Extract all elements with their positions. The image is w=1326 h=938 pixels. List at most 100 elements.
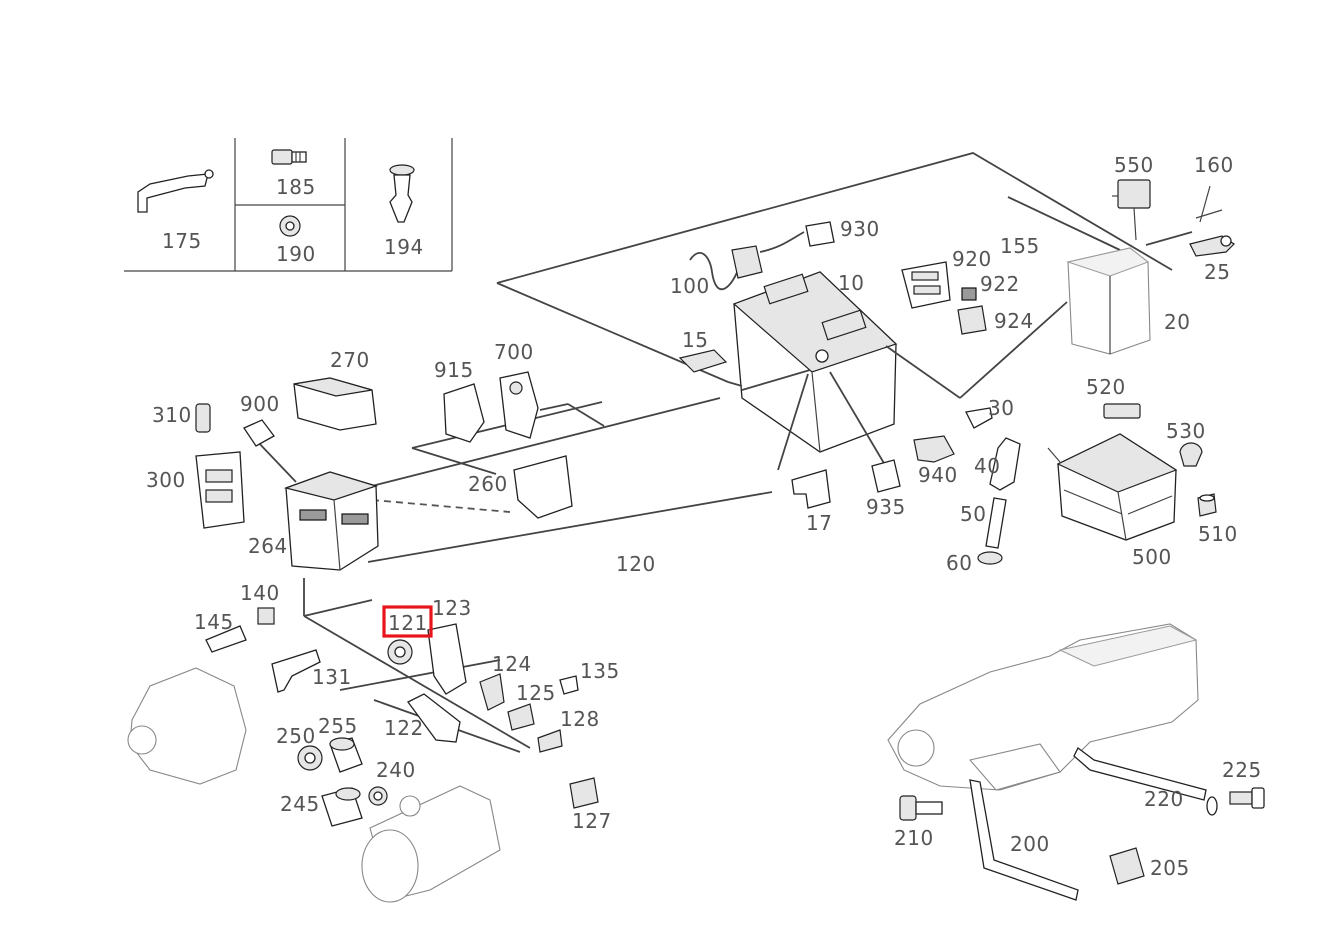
label-17[interactable]: 17 xyxy=(806,511,832,535)
label-194[interactable]: 194 xyxy=(384,235,424,259)
bolt-225[interactable] xyxy=(1229,787,1265,809)
label-264[interactable]: 264 xyxy=(248,534,288,558)
control-unit-924[interactable] xyxy=(957,305,987,335)
module-915[interactable] xyxy=(443,383,485,443)
sensor-121[interactable] xyxy=(387,639,413,665)
ground-cable-220[interactable] xyxy=(1073,747,1218,816)
cover-15[interactable] xyxy=(678,349,728,373)
label-145[interactable]: 145 xyxy=(194,610,234,634)
clip-135[interactable] xyxy=(559,675,579,695)
hose-50[interactable] xyxy=(985,497,1007,549)
nut-190[interactable] xyxy=(279,215,301,237)
label-500[interactable]: 500 xyxy=(1132,545,1172,569)
label-210[interactable]: 210 xyxy=(894,826,934,850)
bracket-175[interactable] xyxy=(137,169,214,213)
label-915[interactable]: 915 xyxy=(434,358,474,382)
label-30[interactable]: 30 xyxy=(988,396,1014,420)
fuse-holder-160[interactable] xyxy=(1195,185,1223,223)
label-200[interactable]: 200 xyxy=(1010,832,1050,856)
clip-194[interactable] xyxy=(389,164,415,223)
label-900[interactable]: 900 xyxy=(240,392,280,416)
cable-100[interactable] xyxy=(689,231,805,291)
label-225[interactable]: 225 xyxy=(1222,758,1262,782)
label-922[interactable]: 922 xyxy=(980,272,1020,296)
label-530[interactable]: 530 xyxy=(1166,419,1206,443)
label-245[interactable]: 245 xyxy=(280,792,320,816)
fuse-box-cover-270[interactable] xyxy=(293,377,377,431)
label-160[interactable]: 160 xyxy=(1194,153,1234,177)
fuse-carrier-300[interactable] xyxy=(195,451,245,529)
label-100[interactable]: 100 xyxy=(670,274,710,298)
label-122[interactable]: 122 xyxy=(384,716,424,740)
label-10[interactable]: 10 xyxy=(838,271,864,295)
nut-250[interactable] xyxy=(297,745,323,771)
cover-935[interactable] xyxy=(871,459,901,493)
label-60[interactable]: 60 xyxy=(946,551,972,575)
label-127[interactable]: 127 xyxy=(572,809,612,833)
label-900[interactable] xyxy=(243,419,275,447)
sensor-930[interactable] xyxy=(805,221,835,247)
label-190[interactable]: 190 xyxy=(276,242,316,266)
bracket-940[interactable] xyxy=(913,435,955,463)
label-155[interactable]: 155 xyxy=(1000,234,1040,258)
housing-123[interactable] xyxy=(427,623,467,695)
label-185[interactable]: 185 xyxy=(276,175,316,199)
label-940[interactable]: 940 xyxy=(918,463,958,487)
label-131[interactable]: 131 xyxy=(312,665,352,689)
label-255[interactable]: 255 xyxy=(318,714,358,738)
grommet-60[interactable] xyxy=(977,551,1003,565)
label-15[interactable]: 15 xyxy=(682,328,708,352)
plug-30[interactable] xyxy=(965,407,993,429)
stud-bolt-185[interactable] xyxy=(271,149,307,165)
label-120[interactable]: 120 xyxy=(616,552,656,576)
bracket-205[interactable] xyxy=(1109,847,1145,885)
module-700[interactable] xyxy=(499,371,539,439)
label-125[interactable]: 125 xyxy=(516,681,556,705)
sleeve-122[interactable] xyxy=(407,693,461,743)
bolt-210[interactable] xyxy=(899,795,943,821)
connector-128[interactable] xyxy=(537,729,563,753)
label-123[interactable]: 123 xyxy=(432,596,472,620)
label-50[interactable]: 50 xyxy=(960,502,986,526)
label-920[interactable]: 920 xyxy=(952,247,992,271)
terminal-17[interactable] xyxy=(791,469,831,509)
label-220[interactable]: 220 xyxy=(1144,787,1184,811)
elbow-40[interactable] xyxy=(989,437,1021,491)
label-140[interactable]: 140 xyxy=(240,581,280,605)
bracket-131[interactable] xyxy=(271,649,321,693)
relay-550[interactable] xyxy=(1112,179,1151,241)
bracket-145[interactable] xyxy=(205,625,247,653)
label-121[interactable]: 121 xyxy=(388,611,428,635)
battery-20[interactable] xyxy=(1066,247,1151,355)
label-128[interactable]: 128 xyxy=(560,707,600,731)
label-300[interactable]: 300 xyxy=(146,468,186,492)
label-135[interactable]: 135 xyxy=(580,659,620,683)
pulley-255[interactable] xyxy=(329,737,363,773)
battery-10[interactable] xyxy=(732,271,898,453)
label-924[interactable]: 924 xyxy=(994,309,1034,333)
label-310[interactable]: 310 xyxy=(152,403,192,427)
label-510[interactable]: 510 xyxy=(1198,522,1238,546)
label-175[interactable]: 175 xyxy=(162,229,202,253)
connector-124[interactable] xyxy=(479,673,505,711)
connector-140[interactable] xyxy=(257,607,275,625)
grommet-510[interactable] xyxy=(1197,493,1217,517)
cover-260[interactable] xyxy=(513,455,573,519)
ground-strap-200[interactable] xyxy=(969,779,1079,901)
connector-127[interactable] xyxy=(569,777,599,809)
label-20[interactable]: 20 xyxy=(1164,310,1190,334)
label-124[interactable]: 124 xyxy=(492,652,532,676)
label-935[interactable]: 935 xyxy=(866,495,906,519)
label-205[interactable]: 205 xyxy=(1150,856,1190,880)
label-270[interactable]: 270 xyxy=(330,348,370,372)
bracket-920[interactable] xyxy=(901,261,951,309)
label-520[interactable]: 520 xyxy=(1086,375,1126,399)
cover-520[interactable] xyxy=(1103,403,1141,419)
label-240[interactable]: 240 xyxy=(376,758,416,782)
washer-240[interactable] xyxy=(368,786,388,806)
label-550[interactable]: 550 xyxy=(1114,153,1154,177)
label-260[interactable]: 260 xyxy=(468,472,508,496)
pulley-245[interactable] xyxy=(321,787,363,827)
label-250[interactable]: 250 xyxy=(276,724,316,748)
connector-922[interactable] xyxy=(961,287,977,301)
